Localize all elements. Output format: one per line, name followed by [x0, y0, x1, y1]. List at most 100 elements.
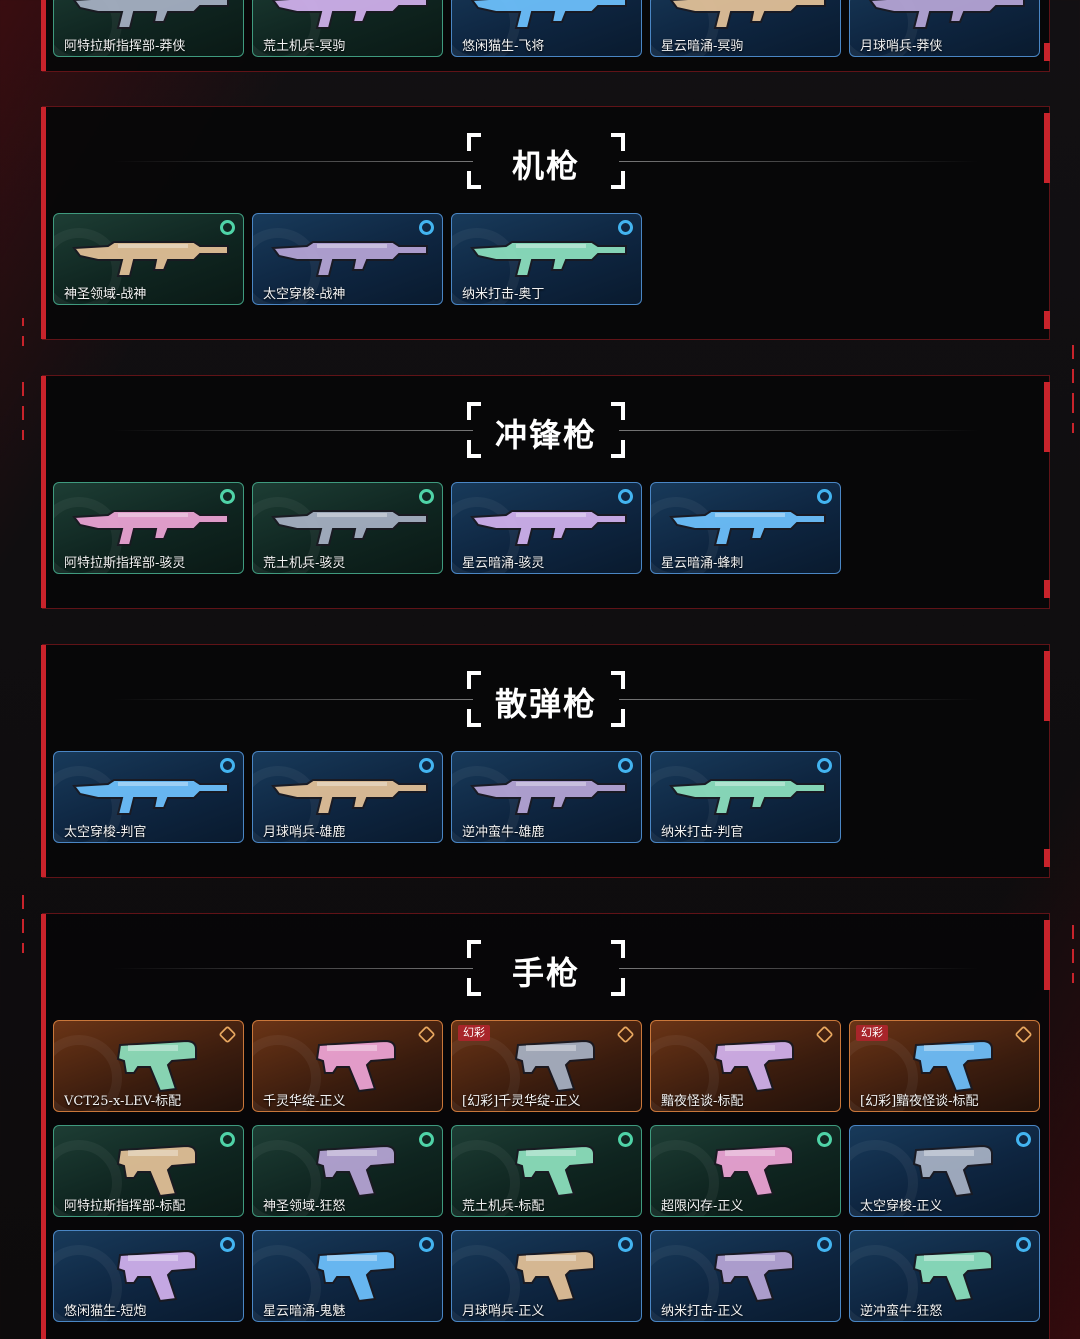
pistol-icon	[466, 1031, 630, 1095]
rifle-icon	[267, 493, 431, 557]
skin-card[interactable]: 逆冲蛮牛-雄鹿	[451, 751, 642, 843]
pistol-icon	[267, 1241, 431, 1305]
bracket-right	[605, 671, 625, 727]
skin-card[interactable]: 阿特拉斯指挥部-莽侠	[53, 0, 244, 57]
skin-name: 纳米打击-奥丁	[462, 287, 545, 302]
card-background-deco	[253, 228, 321, 304]
skin-card[interactable]: 月球哨兵-正义	[451, 1230, 642, 1322]
skin-card[interactable]: 超限闪存-正义	[650, 1125, 841, 1217]
card-background-deco	[850, 1245, 918, 1321]
tier-icon	[618, 758, 633, 773]
skin-name: 星云暗涌-蜂刺	[661, 556, 744, 571]
skin-card[interactable]: 悠闲猫生-飞将	[451, 0, 642, 57]
skin-card[interactable]: 纳米打击-判官	[650, 751, 841, 843]
skin-card[interactable]: 阿特拉斯指挥部-标配	[53, 1125, 244, 1217]
skin-name: 神圣领域-战神	[64, 287, 147, 302]
skin-card[interactable]: 月球哨兵-雄鹿	[252, 751, 443, 843]
rifle-icon	[267, 762, 431, 826]
skin-name: 逆冲蛮牛-雄鹿	[462, 825, 545, 840]
card-background-deco	[452, 1140, 520, 1216]
skin-card[interactable]: 荒土机兵-骇灵	[252, 482, 443, 574]
card-background-deco	[651, 766, 719, 842]
skin-name: 超限闪存-正义	[661, 1199, 744, 1214]
section-heading: 机枪	[43, 133, 1049, 189]
skin-name: 纳米打击-判官	[661, 825, 744, 840]
rifle-icon	[267, 0, 431, 40]
skin-card[interactable]: 太空穿梭-战神	[252, 213, 443, 305]
skin-card[interactable]: 黯夜怪谈-标配	[650, 1020, 841, 1112]
skin-card[interactable]: 荒土机兵-冥驹	[252, 0, 443, 57]
rifle-icon	[68, 0, 232, 40]
skin-card[interactable]: 荒土机兵-标配	[451, 1125, 642, 1217]
card-background-deco	[452, 228, 520, 304]
skin-card[interactable]: 纳米打击-正义	[650, 1230, 841, 1322]
tier-icon	[1016, 1237, 1031, 1252]
pistol-icon	[68, 1136, 232, 1200]
skin-name: 黯夜怪谈-标配	[661, 1094, 744, 1109]
corner-deco	[1044, 920, 1050, 990]
skin-card[interactable]: 幻彩[幻彩]黯夜怪谈-标配	[849, 1020, 1040, 1112]
skin-name: 月球哨兵-雄鹿	[263, 825, 346, 840]
card-background-deco	[651, 1245, 719, 1321]
heading-line	[113, 699, 473, 700]
heading-line	[619, 968, 979, 969]
tier-icon	[618, 1237, 633, 1252]
pistol-icon	[68, 1241, 232, 1305]
skin-card[interactable]: 逆冲蛮牛-狂怒	[849, 1230, 1040, 1322]
bracket-right	[605, 940, 625, 996]
pistol-icon	[864, 1031, 1028, 1095]
bracket-left	[467, 402, 487, 458]
skin-card[interactable]: 星云暗涌-冥驹	[650, 0, 841, 57]
skin-card[interactable]: 月球哨兵-莽侠	[849, 0, 1040, 57]
skin-card[interactable]: 阿特拉斯指挥部-骇灵	[53, 482, 244, 574]
skin-card[interactable]: 神圣领域-狂怒	[252, 1125, 443, 1217]
skin-card[interactable]: 太空穿梭-判官	[53, 751, 244, 843]
card-background-deco	[850, 1140, 918, 1216]
corner-deco	[1044, 311, 1050, 329]
pistol-icon	[665, 1136, 829, 1200]
skin-card[interactable]: 千灵华绽-正义	[252, 1020, 443, 1112]
section-heading: 手枪	[43, 940, 1049, 996]
bracket-right	[605, 133, 625, 189]
skin-card[interactable]: 幻彩[幻彩]千灵华绽-正义	[451, 1020, 642, 1112]
tier-icon	[1016, 1132, 1031, 1147]
tier-icon	[618, 220, 633, 235]
card-background-deco	[54, 1140, 122, 1216]
corner-deco	[1044, 43, 1050, 61]
rifle-icon	[665, 762, 829, 826]
skin-card[interactable]: 星云暗涌-骇灵	[451, 482, 642, 574]
side-ticks-right	[1072, 925, 1078, 993]
skin-name: 星云暗涌-鬼魅	[263, 1304, 346, 1319]
tier-icon	[419, 489, 434, 504]
skin-name: 阿特拉斯指挥部-莽侠	[64, 39, 186, 54]
skin-name: 荒土机兵-冥驹	[263, 39, 346, 54]
side-ticks-left	[22, 895, 28, 963]
skin-card[interactable]: 悠闲猫生-短炮	[53, 1230, 244, 1322]
skin-name: 月球哨兵-正义	[462, 1304, 545, 1319]
tier-icon	[618, 489, 633, 504]
section-shotgun: 散弹枪 太空穿梭-判官月球哨兵-雄鹿逆冲蛮牛-雄鹿纳米打击-判官	[41, 644, 1050, 878]
skin-card[interactable]: 纳米打击-奥丁	[451, 213, 642, 305]
skin-card[interactable]: 神圣领域-战神	[53, 213, 244, 305]
tier-icon	[220, 758, 235, 773]
pistol-icon	[665, 1241, 829, 1305]
skin-name: [幻彩]黯夜怪谈-标配	[860, 1094, 979, 1109]
skin-name: 阿特拉斯指挥部-骇灵	[64, 556, 186, 571]
rifle-icon	[466, 0, 630, 40]
bracket-right	[605, 402, 625, 458]
skin-card[interactable]: 星云暗涌-鬼魅	[252, 1230, 443, 1322]
side-ticks-left	[22, 382, 28, 450]
heading-line	[619, 430, 979, 431]
corner-deco	[1044, 651, 1050, 721]
tier-icon	[817, 489, 832, 504]
skin-card[interactable]: VCT25-x-LEV-标配	[53, 1020, 244, 1112]
bracket-left	[467, 133, 487, 189]
rifle-icon	[68, 493, 232, 557]
corner-deco	[1044, 849, 1050, 867]
skin-card[interactable]: 星云暗涌-蜂刺	[650, 482, 841, 574]
card-background-deco	[253, 1140, 321, 1216]
skin-card[interactable]: 太空穿梭-正义	[849, 1125, 1040, 1217]
rifle-icon	[68, 762, 232, 826]
pistol-icon	[68, 1031, 232, 1095]
section-pistol: 手枪 VCT25-x-LEV-标配千灵华绽-正义幻彩[幻彩]千灵华绽-正义黯夜怪…	[41, 913, 1050, 1339]
